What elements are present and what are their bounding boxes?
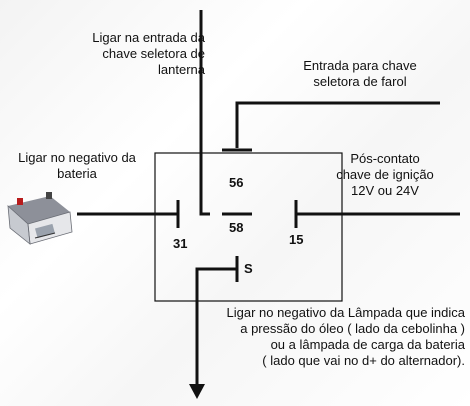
- pin-56: 56: [229, 175, 244, 190]
- wire-headlight-switch: [235, 101, 440, 148]
- wire-lamp-negative: [195, 267, 237, 386]
- label-lantern-switch: Ligar na entrada da chave seletora de la…: [92, 30, 205, 77]
- label-battery-negative: Ligar no negativo da bateria: [18, 150, 136, 181]
- arrow-down-icon: [189, 384, 205, 399]
- label-ignition: Pós-contato chave de ignição 12V ou 24V: [336, 151, 434, 198]
- relay-box: [154, 152, 343, 302]
- pin-31: 31: [173, 236, 188, 251]
- wire-lantern-switch: [199, 10, 210, 216]
- pin-s: S: [244, 261, 253, 276]
- pin-58: 58: [229, 220, 244, 235]
- label-headlight-switch: Entrada para chave seletora de farol: [303, 58, 417, 89]
- pin-15: 15: [289, 232, 304, 247]
- battery-icon: [7, 192, 73, 245]
- label-lamp-negative: Ligar no negativo da Lâmpada que indica …: [226, 305, 465, 368]
